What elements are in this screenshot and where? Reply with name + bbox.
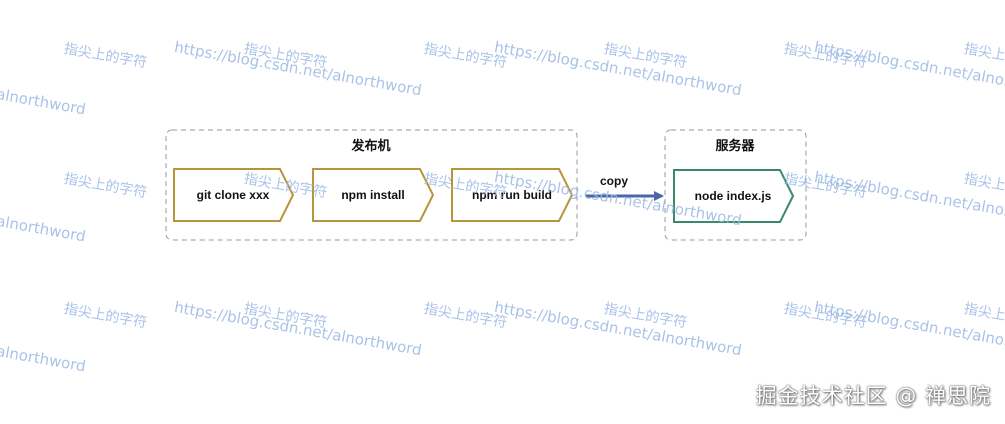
step-git-clone: git clone xxx: [173, 168, 295, 222]
server-group: 服务器: [664, 129, 807, 241]
footer-watermark: 掘金技术社区 @ 禅思院: [755, 384, 991, 408]
server-group-border: [664, 129, 807, 241]
publisher-group: 发布机: [165, 129, 578, 241]
step-npm-run-build: npm run build: [451, 168, 574, 222]
copy-arrow: copy: [586, 174, 664, 201]
step-node-index-label: node index.js: [695, 189, 772, 203]
step-npm-install-label: npm install: [341, 188, 404, 202]
step-npm-install: npm install: [312, 168, 435, 222]
step-npm-install-shape: [312, 168, 435, 222]
step-git-clone-label: git clone xxx: [197, 188, 270, 202]
publisher-group-border: [165, 129, 578, 241]
step-node-index: node index.js: [673, 169, 795, 223]
copy-arrow-label: copy: [600, 174, 628, 188]
publisher-group-title: 发布机: [350, 138, 390, 154]
step-git-clone-shape: [173, 168, 295, 222]
step-npm-run-build-shape: [451, 168, 574, 222]
server-group-title: 服务器: [715, 138, 755, 154]
step-npm-run-build-label: npm run build: [472, 188, 552, 202]
step-node-index-shape: [673, 169, 795, 223]
